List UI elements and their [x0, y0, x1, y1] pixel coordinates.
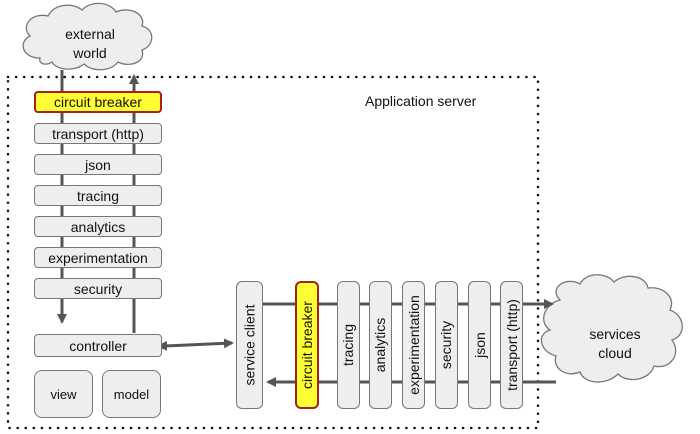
outbound-json-label: json: [471, 332, 488, 358]
outbound-circuit-breaker-label: circuit breaker: [299, 301, 316, 389]
services-cloud-label: services cloud: [572, 325, 658, 363]
inbound-tracing: tracing: [34, 185, 162, 206]
inbound-experimentation: experimentation: [34, 247, 162, 268]
services-cloud-line1: services: [589, 326, 641, 342]
outbound-json: json: [468, 281, 491, 409]
model-box: model: [102, 370, 161, 418]
application-server-boundary: [6, 75, 540, 430]
inbound-analytics: analytics: [34, 216, 162, 237]
outbound-service-client-label: service client: [241, 304, 258, 386]
outbound-analytics: analytics: [369, 281, 392, 409]
inbound-transport-http: transport (http): [34, 123, 162, 144]
outbound-analytics-label: analytics: [372, 317, 389, 373]
outbound-tracing-label: tracing: [340, 323, 357, 367]
external-world-line2: world: [73, 45, 107, 61]
view-box: view: [34, 370, 93, 418]
outbound-transport-http: transport (http): [500, 281, 523, 409]
outbound-service-client: service client: [236, 281, 263, 409]
external-world-label: external world: [50, 25, 130, 63]
outbound-tracing: tracing: [337, 281, 360, 409]
outbound-transport-http-label: transport (http): [503, 299, 520, 391]
application-server-title: Application server: [365, 93, 477, 109]
controller-box: controller: [34, 334, 162, 357]
outbound-security-label: security: [438, 320, 455, 370]
outbound-experimentation-label: experimentation: [405, 295, 422, 395]
external-world-cloud: [22, 2, 153, 71]
controller-service-arrow: [157, 338, 234, 351]
inbound-circuit-breaker: circuit breaker: [34, 91, 162, 113]
inbound-json: json: [34, 154, 162, 175]
services-cloud-line2: cloud: [598, 345, 632, 361]
external-world-line1: external: [65, 26, 115, 42]
outbound-security: security: [435, 281, 458, 409]
outbound-circuit-breaker: circuit breaker: [295, 281, 319, 409]
outbound-experimentation: experimentation: [402, 281, 425, 409]
services-cloud: [540, 274, 683, 383]
inbound-security: security: [34, 278, 162, 299]
